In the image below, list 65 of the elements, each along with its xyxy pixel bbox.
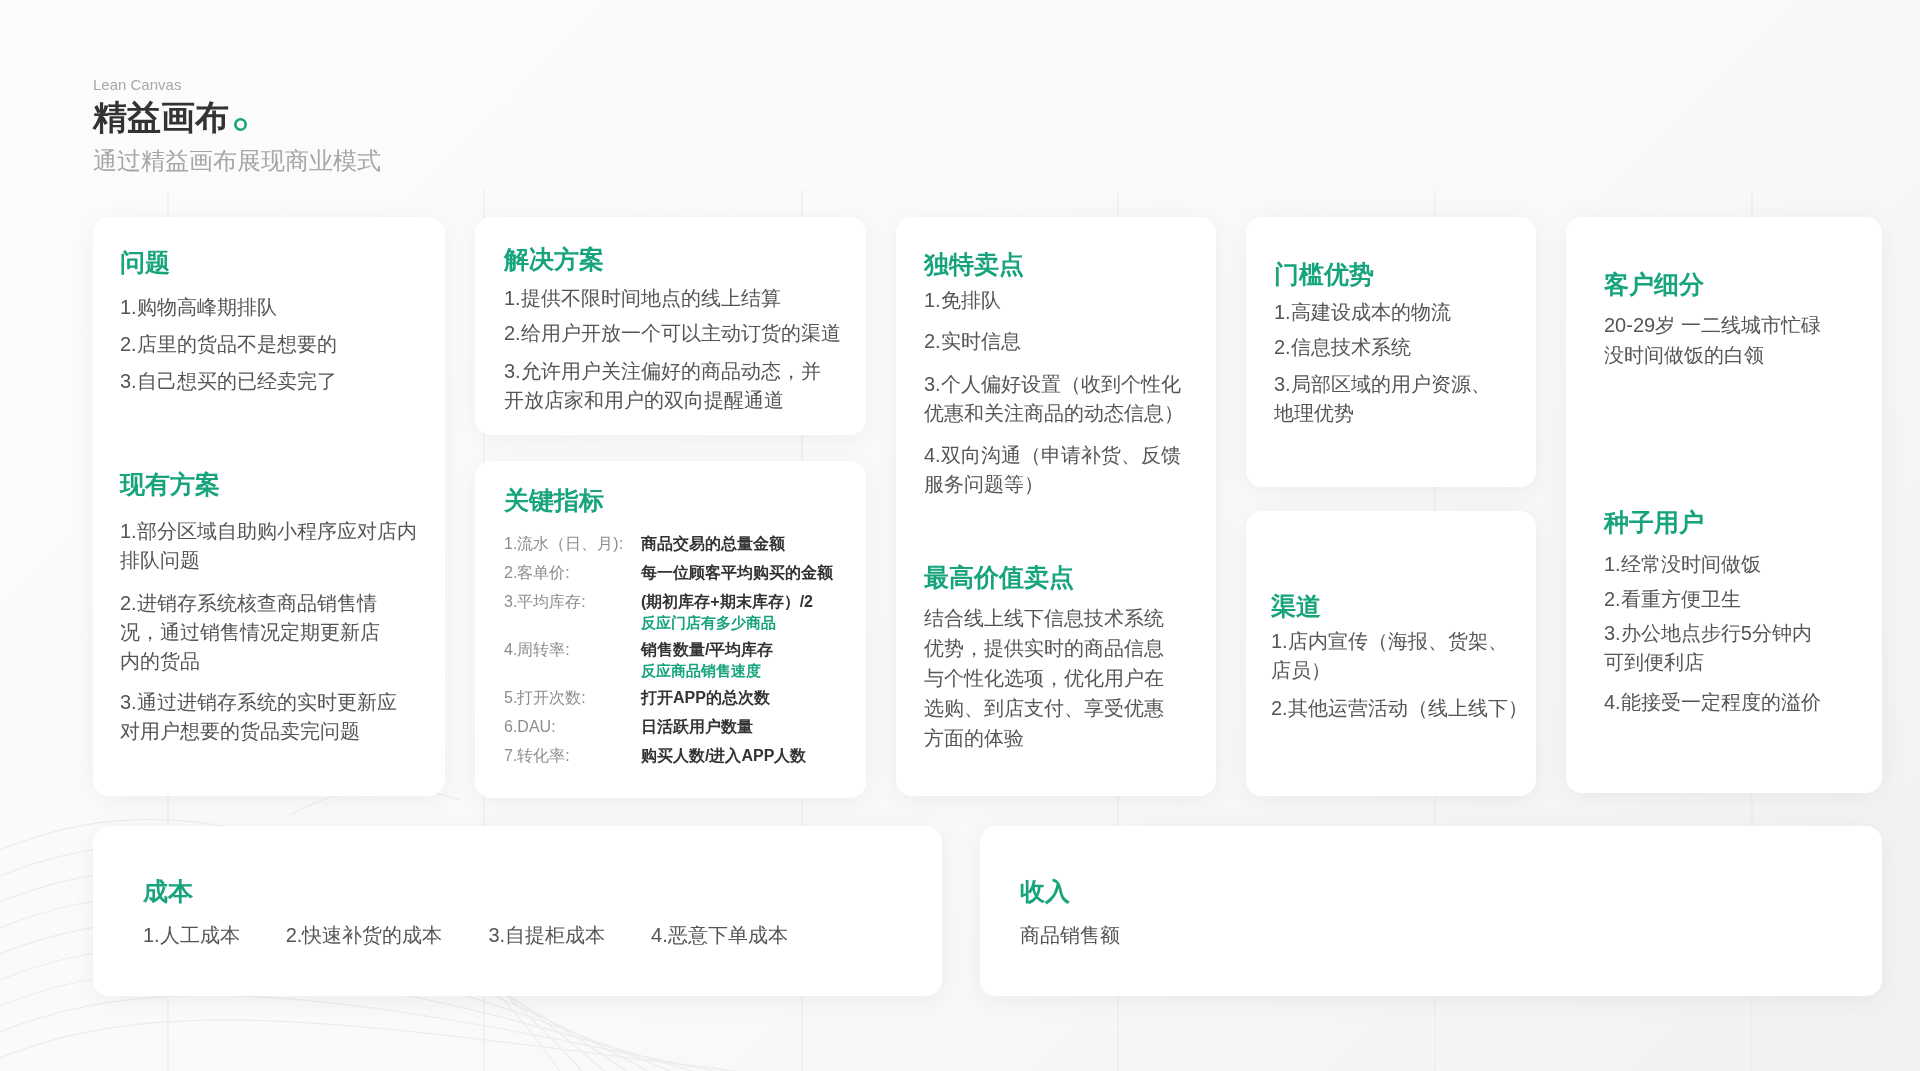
metric-value: 商品交易的总量金额 xyxy=(641,534,785,554)
section-heading: 关键指标 xyxy=(504,485,604,516)
list-item: 1.人工成本 xyxy=(143,923,240,948)
list-item: 2.给用户开放一个可以主动订货的渠道 xyxy=(504,321,841,346)
list-item: 1.购物高峰期排队 xyxy=(120,295,277,320)
metric-label: 5.打开次数: xyxy=(504,688,586,708)
list-item: 4.恶意下单成本 xyxy=(651,923,788,948)
list-item: 3.局部区域的用户资源、地理优势 xyxy=(1274,372,1492,426)
list-item: 2.其他运营活动（线上线下） xyxy=(1271,696,1528,721)
section-heading: 最高价值卖点 xyxy=(924,562,1074,593)
section-heading: 渠道 xyxy=(1271,591,1321,622)
list-item: 1.高建设成本的物流 xyxy=(1274,300,1451,325)
list-item: 3.办公地点步行5分钟内可到便利店 xyxy=(1604,621,1813,675)
page-title: 精益画布 xyxy=(93,97,229,137)
list-item: 3.允许用户关注偏好的商品动态，并开放店家和用户的双向提醒通道 xyxy=(504,359,822,413)
metric-value: 购买人数/进入APP人数 xyxy=(641,746,807,766)
metric-value: 每一位顾客平均购买的金额 xyxy=(641,563,833,583)
metric-value: 日活跃用户数量 xyxy=(641,717,753,737)
section-heading: 门槛优势 xyxy=(1274,259,1374,290)
list-item: 2.店里的货品不是想要的 xyxy=(120,332,337,357)
section-heading: 现有方案 xyxy=(120,469,220,500)
list-item: 1.免排队 xyxy=(924,288,1001,313)
list-item: 2.信息技术系统 xyxy=(1274,335,1411,360)
list-item: 2.实时信息 xyxy=(924,329,1021,354)
list-item: 3.通过进销存系统的实时更新应对用户想要的货品卖完问题 xyxy=(120,690,398,744)
metric-value: 打开APP的总次数 xyxy=(641,688,770,708)
list-item: 1.提供不限时间地点的线上结算 xyxy=(504,286,781,311)
list-item: 1.店内宣传（海报、货架、店员） xyxy=(1271,629,1509,683)
metric-label: 4.周转率: xyxy=(504,640,570,660)
list-item: 3.自己想买的已经卖完了 xyxy=(120,369,337,394)
list-item: 2.进销存系统核查商品销售情况，通过销售情况定期更新店内的货品 xyxy=(120,591,381,674)
page-subtitle: 通过精益画布展现商业模式 xyxy=(93,146,381,176)
list-item: 2.看重方便卫生 xyxy=(1604,587,1741,612)
list-item: 3.自提柜成本 xyxy=(488,923,606,948)
metric-label: 1.流水（日、月): xyxy=(504,534,624,554)
canvas-card xyxy=(980,826,1882,996)
section-heading: 收入 xyxy=(1020,876,1070,907)
metric-value: (期初库存+期末库存）/2 xyxy=(641,592,813,612)
metric-label: 2.客单价: xyxy=(504,563,570,583)
section-heading: 种子用户 xyxy=(1604,507,1704,538)
metric-label: 7.转化率: xyxy=(504,746,570,766)
metric-value: 销售数量/平均库存 xyxy=(641,640,774,660)
canvas-card xyxy=(93,826,942,996)
metric-note: 反应门店有多少商品 xyxy=(641,613,776,633)
canvas-card xyxy=(93,217,445,796)
paragraph: 20-29岁 一二线城市忙碌没时间做饭的白领 xyxy=(1604,313,1822,368)
list-item: 2.快速补货的成本 xyxy=(285,923,443,948)
metric-label: 6.DAU: xyxy=(504,717,556,737)
list-item: 商品销售额 xyxy=(1020,923,1120,948)
canvas-card xyxy=(1566,217,1882,793)
section-heading: 问题 xyxy=(120,247,170,278)
canvas-card xyxy=(1246,511,1536,796)
section-heading: 客户细分 xyxy=(1604,269,1704,300)
section-heading: 解决方案 xyxy=(504,244,604,275)
kicker-text: Lean Canvas xyxy=(93,76,182,93)
list-item: 4.双向沟通（申请补货、反馈服务问题等） xyxy=(924,443,1182,497)
list-item: 1.经常没时间做饭 xyxy=(1604,552,1761,577)
metric-label: 3.平均库存: xyxy=(504,592,586,612)
section-heading: 成本 xyxy=(143,876,193,907)
section-heading: 独特卖点 xyxy=(924,249,1024,280)
paragraph: 结合线上线下信息技术系统优势，提供实时的商品信息与个性化选项，优化用户在选购、到店支付、享受优惠方面的体验 xyxy=(924,606,1165,751)
list-item: 1.部分区域自助购小程序应对店内排队问题 xyxy=(120,519,418,573)
list-item: 4.能接受一定程度的溢价 xyxy=(1604,690,1821,715)
list-item: 3.个人偏好设置（收到个性化优惠和关注商品的动态信息） xyxy=(924,372,1185,426)
metric-note: 反应商品销售速度 xyxy=(641,661,761,681)
